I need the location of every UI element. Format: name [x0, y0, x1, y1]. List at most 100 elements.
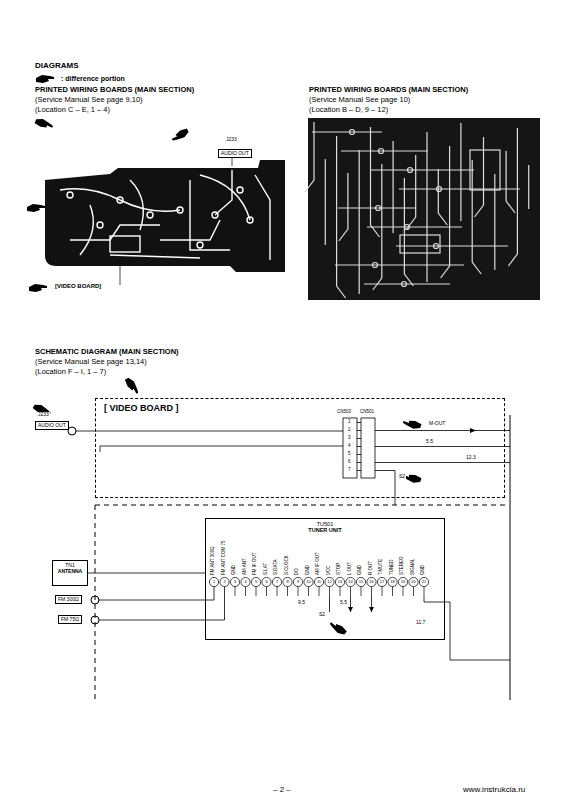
signal-label: S2: [398, 474, 406, 479]
pin-circle: [419, 577, 428, 586]
wire: [375, 470, 395, 471]
pointing-hand: [34, 117, 54, 132]
pin-name: GND: [306, 565, 311, 575]
pcb-traces: [305, 122, 529, 298]
pin-circle: [335, 577, 344, 586]
signal-label: AUDIO OUT: [35, 421, 69, 430]
pin-name: STOP: [337, 563, 342, 575]
pin-number: 19: [401, 580, 405, 584]
wire: [392, 587, 393, 596]
pin-number: 4: [348, 444, 351, 449]
heading-text: (Location C – E, 1 – 4): [34, 106, 111, 114]
wire: [329, 596, 330, 612]
signal-label: FM 75Ω: [58, 615, 82, 624]
signal-label: M-OUT: [428, 421, 446, 426]
antenna-terminal: [91, 596, 99, 604]
signal-label: CN501: [359, 410, 375, 415]
pin-number: 14: [348, 580, 352, 584]
signal-label: 9.5: [297, 600, 306, 605]
wire: [319, 587, 320, 596]
pin-circle: [293, 577, 302, 586]
page-title: DIAGRAMS: [34, 62, 80, 70]
pin-name: FM ANT 300Ω: [211, 546, 216, 575]
pin-number: 2: [348, 428, 351, 433]
pointing-hand: [32, 402, 52, 418]
wire: [424, 587, 425, 596]
pin-circle: [367, 577, 376, 586]
pin-name: FM IF OUT: [253, 553, 258, 576]
pin-number: 20: [411, 580, 415, 584]
pin-name: GND: [232, 565, 237, 575]
wire: [375, 446, 510, 447]
wire: [329, 587, 330, 596]
antenna-wire: [88, 573, 205, 574]
pin-number: 7: [276, 580, 278, 584]
wire: [245, 587, 246, 596]
pin-circle: [283, 577, 292, 586]
pin-number: 21: [422, 580, 426, 584]
pin-number: 9: [297, 580, 299, 584]
pin-number: 12: [327, 580, 331, 584]
wire: [371, 587, 372, 596]
pin-number: 6: [265, 580, 267, 584]
wire: [357, 470, 361, 471]
tuner-unit: TU501TUNER UNIT: [205, 518, 445, 640]
wire: [298, 587, 299, 596]
wire: [510, 415, 511, 700]
pin-name: AM ANT: [243, 558, 248, 575]
pin-circle: [262, 577, 271, 586]
heading-text: (Location F – I, 1 – 7): [34, 368, 107, 376]
wire: [357, 446, 361, 447]
signal-label: 12.3: [465, 455, 477, 460]
pin-number: 3: [348, 436, 351, 441]
pin-number: 2: [223, 580, 225, 584]
heading-text: AUDIO OUT: [218, 149, 252, 158]
heading-text: SCHEMATIC DIAGRAM (MAIN SECTION): [34, 348, 180, 356]
antenna-terminal: [91, 616, 99, 624]
pin-circle: [220, 577, 229, 586]
pin-circle: [304, 577, 313, 586]
wire: [235, 587, 236, 596]
wire: [95, 505, 505, 506]
wire: [357, 454, 361, 455]
pin-name: T.MUTE: [379, 559, 384, 575]
signal-label: 11.7: [415, 620, 426, 625]
pin-number: 13: [338, 580, 342, 584]
pin-circle: [230, 577, 239, 586]
node-subtitle: TUNER UNIT: [210, 527, 440, 533]
wire: [256, 587, 257, 596]
pointing-hand: [329, 619, 348, 637]
heading-text: www.instrukcia.ru: [462, 786, 526, 794]
pcb-traces: [60, 170, 270, 260]
pointing-hand: [402, 417, 422, 431]
heading-text: : difference portion: [60, 75, 126, 82]
wire: [357, 430, 361, 431]
heading-text: J233: [225, 137, 238, 142]
pin-circle: [356, 577, 365, 586]
signal-label: S2: [318, 612, 326, 617]
pin-circle: [209, 577, 218, 586]
wire: [357, 462, 361, 463]
pin-circle: [377, 577, 386, 586]
wire: [357, 422, 361, 423]
pointing-hand: [29, 284, 47, 292]
heading-text: (Service Manual See page 13,14): [34, 358, 148, 366]
signal-label: CN503: [336, 410, 352, 415]
wire: [95, 505, 96, 700]
jack-terminal: [68, 427, 76, 435]
wire: [350, 587, 351, 596]
pointing-hand: [124, 376, 140, 396]
wire: [413, 587, 414, 596]
wire: [375, 430, 510, 431]
pin-number: 11: [317, 580, 321, 584]
pin-circle: [241, 577, 250, 586]
signal-label: 5.5: [425, 439, 434, 444]
pin-circle: [398, 577, 407, 586]
pin-number: 8: [286, 580, 288, 584]
pin-name: STEREO: [400, 556, 405, 575]
wire: [266, 587, 267, 596]
pin-name: DO: [295, 568, 300, 575]
pin-name: TUNED: [390, 560, 395, 576]
wire: [120, 262, 121, 285]
